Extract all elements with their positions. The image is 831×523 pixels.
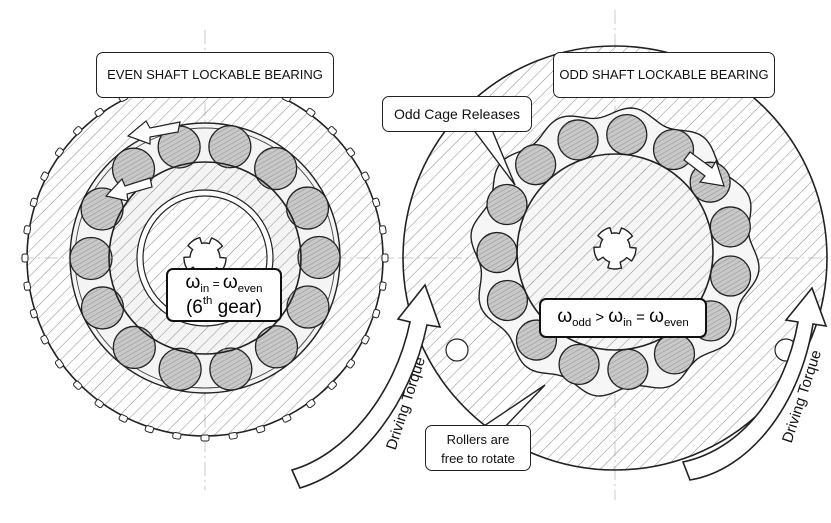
roller (558, 343, 600, 386)
ring-bump (23, 225, 32, 235)
driving-torque-arrow-right (681, 286, 828, 481)
roller (254, 146, 298, 191)
rollers-callout-line2: free to rotate (441, 451, 515, 466)
ring-bump (29, 197, 38, 208)
gear-close: gear) (212, 296, 263, 318)
even-roller-arrow-2 (104, 177, 153, 202)
ring-bump (346, 147, 356, 157)
driving-torque-arrow-left (290, 283, 442, 489)
ring-bump (94, 107, 104, 117)
ring-bump (73, 380, 83, 390)
ring-bump (381, 253, 389, 263)
gear-indicator: (6th gear) (168, 294, 280, 318)
odd-shaft-title-text: ODD SHAFT LOCKABLE BEARING (559, 67, 769, 82)
odd-cage-callout: Odd Cage Releases (382, 96, 532, 132)
ring-bump (200, 434, 210, 442)
roller (709, 206, 751, 248)
roller (297, 235, 341, 280)
roller (514, 144, 557, 186)
gear-superscript: th (202, 294, 213, 307)
odd-roller-arrow (683, 151, 725, 187)
omega-in-subscript: in (623, 317, 633, 329)
roller (606, 113, 648, 156)
roller (69, 236, 113, 281)
ring-bump (40, 171, 49, 182)
omega-symbol: ω (608, 306, 624, 327)
gear-open: (6 (185, 296, 203, 318)
even-shaft-title: EVEN SHAFT LOCKABLE BEARING (96, 52, 334, 98)
omega-odd-subscript: odd (572, 317, 592, 329)
ring-bump (73, 126, 83, 136)
ring-bump (40, 334, 49, 345)
roller (112, 325, 156, 370)
ring-bump (228, 431, 238, 440)
roller (486, 279, 529, 322)
equals-sign: = (632, 309, 650, 326)
roller (709, 255, 752, 297)
roller (209, 347, 253, 391)
roller (158, 347, 202, 391)
ring-bump (54, 147, 64, 157)
roller (476, 231, 518, 274)
rollers-callout-line1: Rollers are (446, 432, 510, 447)
odd-shaft-title: ODD SHAFT LOCKABLE BEARING (553, 52, 775, 98)
ring-bump (372, 197, 381, 208)
roller (208, 125, 252, 169)
roller (557, 119, 599, 161)
roller (607, 348, 649, 390)
omega-in-subscript: in (200, 283, 210, 295)
ring-bump (378, 281, 387, 291)
rollers-callout: Rollers are free to rotate (425, 425, 531, 471)
ring-bump (29, 308, 38, 319)
ring-bump (306, 107, 316, 117)
even-ring-bumps (21, 74, 389, 442)
odd-cage-callout-text: Odd Cage Releases (393, 106, 521, 122)
omega-even-subscript: even (237, 283, 263, 295)
ring-bump (94, 399, 104, 409)
omega-symbol: ω (185, 272, 201, 293)
odd-spline-bore (593, 226, 637, 270)
even-roller-arrow-1 (126, 120, 181, 145)
ring-bump (378, 225, 387, 235)
ring-bump (144, 425, 155, 434)
ring-bump (23, 281, 32, 291)
ring-bump (361, 334, 370, 345)
ring-bump (306, 399, 316, 409)
even-bearing (21, 74, 389, 442)
even-rollers (69, 125, 341, 391)
ring-bump (327, 126, 337, 136)
omega-even-subscript: even (663, 317, 689, 329)
odd-hole-left (445, 338, 469, 362)
roller (486, 183, 528, 226)
even-speed-formula: ωin = ωeven (6th gear) (166, 268, 282, 322)
odd-speed-formula: ωodd > ωin = ωeven (539, 298, 707, 338)
equals-sign: = (209, 277, 223, 291)
ring-bump (54, 359, 64, 369)
ring-bump (346, 359, 356, 369)
ring-bump (361, 171, 370, 182)
ring-bump (118, 414, 129, 423)
ring-bump (255, 425, 266, 434)
even-speed-equation: ωin = ωeven (168, 273, 280, 296)
ring-bump (281, 414, 292, 423)
omega-symbol: ω (649, 306, 664, 327)
omega-symbol: ω (557, 306, 573, 327)
ring-bump (372, 308, 381, 319)
roller (652, 128, 695, 171)
roller (254, 325, 299, 369)
ring-bump (327, 380, 337, 390)
omega-symbol: ω (222, 272, 238, 293)
greater-than-sign: > (591, 309, 609, 326)
ring-bump (172, 431, 182, 440)
even-shaft-title-text: EVEN SHAFT LOCKABLE BEARING (107, 67, 323, 82)
ring-bump (21, 253, 29, 263)
